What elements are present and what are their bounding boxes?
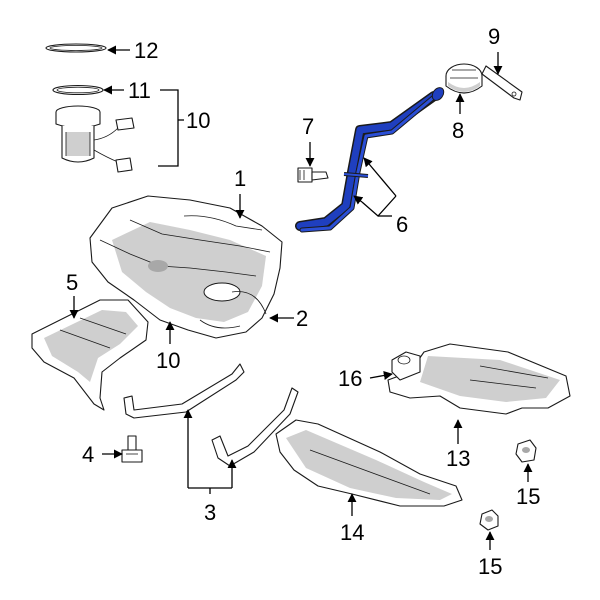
- callout-10-top: 10: [186, 108, 210, 133]
- callout-16: 16: [338, 366, 362, 391]
- callout-4: 4: [82, 442, 94, 467]
- callout-13: 13: [446, 446, 470, 471]
- callout-7: 7: [302, 114, 314, 139]
- fuel-filler-neck: [295, 87, 445, 233]
- underbody-shield-14: [275, 419, 463, 507]
- nut-15-bottom: [479, 509, 499, 531]
- callout-12: 12: [134, 38, 158, 63]
- fuel-tank-1: [89, 195, 283, 339]
- callout-1: 1: [234, 166, 246, 191]
- filler-housing-9: [481, 65, 523, 101]
- nut-15-right: [515, 439, 537, 463]
- tank-strap-3: [123, 363, 299, 467]
- callout-2: 2: [296, 306, 308, 331]
- callout-15-right: 15: [516, 484, 540, 509]
- callout-3: 3: [204, 500, 216, 525]
- fuel-cap-8: [445, 63, 483, 94]
- callout-11: 11: [128, 78, 151, 103]
- callout-8: 8: [452, 118, 464, 143]
- heat-shield-5: [31, 299, 149, 411]
- vent-valve-7: [297, 167, 329, 183]
- callout-9: 9: [488, 24, 500, 49]
- bolt-4: [121, 435, 143, 463]
- callout-15-bottom: 15: [478, 554, 502, 579]
- underbody-shield-13: [387, 343, 571, 415]
- callout-5: 5: [66, 270, 78, 295]
- callout-10-mid: 10: [156, 348, 180, 373]
- seal-ring-12: [45, 43, 107, 53]
- leader-lines: [69, 45, 533, 550]
- callout-14: 14: [340, 520, 364, 545]
- callout-labels: 12 11 10 9 8 7 6 1 2 10 5 4 3 16 13 14 1…: [66, 24, 540, 579]
- callout-6: 6: [396, 212, 408, 237]
- fuel-pump-module: [55, 105, 135, 173]
- o-ring-11: [52, 84, 104, 96]
